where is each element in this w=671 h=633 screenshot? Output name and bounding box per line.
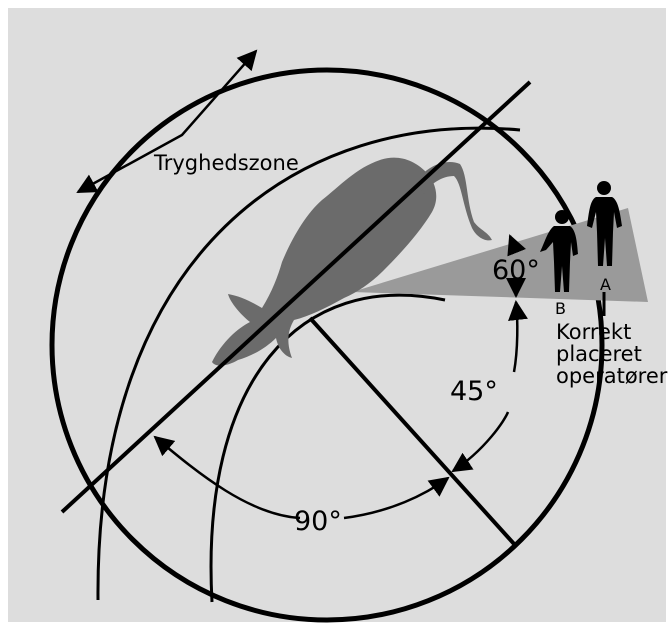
safety-zone-label: Tryghedszone: [153, 151, 299, 175]
angle-60-label: 60°: [492, 255, 540, 286]
angle-90-label: 90°: [294, 506, 342, 537]
operator-b-label: B: [555, 299, 566, 318]
angle-45-label: 45°: [450, 376, 498, 407]
correct-label-line1: Korrekt: [556, 320, 631, 344]
correct-label-line2: placeret: [556, 342, 642, 366]
operator-a-label: A: [600, 275, 611, 294]
correct-label-line3: operatører: [556, 364, 668, 388]
